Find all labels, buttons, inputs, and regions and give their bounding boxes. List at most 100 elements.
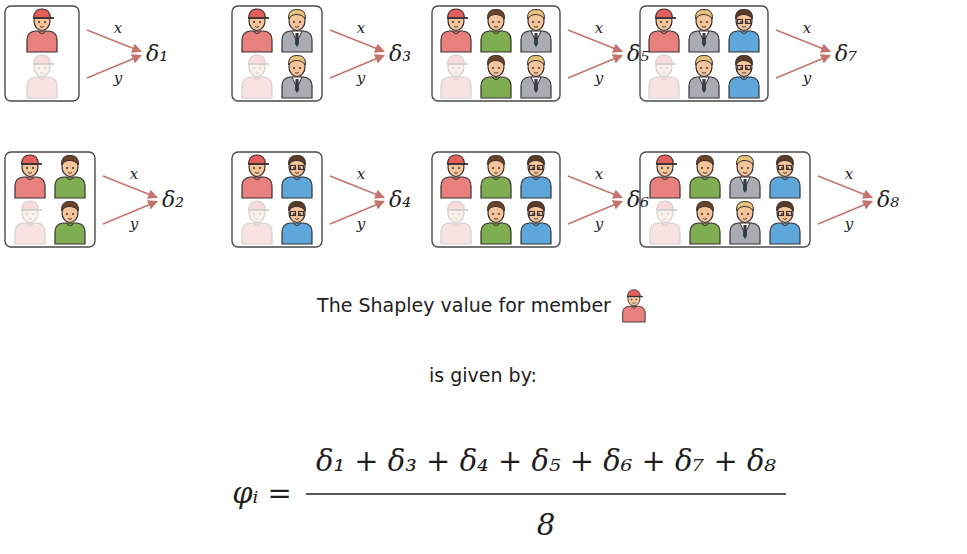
eye <box>299 67 301 69</box>
cap-brim <box>655 63 676 65</box>
tie <box>295 79 299 93</box>
mouth <box>255 72 259 74</box>
arrow-label: y <box>595 70 603 87</box>
person-icon <box>729 55 759 98</box>
hair <box>735 55 752 65</box>
person-icon <box>27 55 57 98</box>
eye <box>741 213 743 215</box>
eye <box>458 21 460 23</box>
arrow-label: x <box>114 20 122 37</box>
eye <box>532 213 534 215</box>
mouth <box>663 218 667 220</box>
cap-brim <box>655 17 676 19</box>
cap-brim <box>447 209 468 211</box>
mouth <box>534 72 538 74</box>
cap <box>448 201 465 210</box>
glasses <box>746 20 751 24</box>
person-icon <box>282 155 312 198</box>
eye <box>538 167 540 169</box>
neckline <box>492 223 500 226</box>
hair <box>695 55 712 65</box>
eye <box>253 67 255 69</box>
person-body <box>242 31 272 52</box>
eye <box>38 21 40 23</box>
eye <box>253 213 255 215</box>
person-body <box>623 306 646 322</box>
cap-brim <box>21 209 42 211</box>
neckline <box>452 223 460 226</box>
mouth <box>68 218 72 220</box>
cap <box>657 201 674 210</box>
neckline <box>253 77 261 80</box>
eye <box>299 213 301 215</box>
mouth <box>663 172 667 174</box>
eye <box>660 67 662 69</box>
eye <box>740 67 742 69</box>
person-icon <box>623 290 646 322</box>
person-body <box>55 223 85 244</box>
eye <box>532 21 534 23</box>
cap <box>656 9 673 18</box>
coalition-box-group <box>640 6 830 101</box>
formula-numerator: δ₁ + δ₃ + δ₄ + δ₅ + δ₆ + δ₇ + δ₈ <box>316 445 776 478</box>
mouth <box>534 218 538 220</box>
person-body <box>242 177 272 198</box>
glasses <box>779 166 784 170</box>
cap <box>628 290 641 297</box>
cap <box>448 155 465 164</box>
neckline <box>492 77 500 80</box>
eye <box>700 67 702 69</box>
eye <box>492 21 494 23</box>
person-body <box>521 77 551 98</box>
eye <box>701 167 703 169</box>
person-body <box>521 177 551 198</box>
person-body <box>770 177 800 198</box>
cap <box>448 9 465 18</box>
eye <box>299 167 301 169</box>
neckline <box>781 177 789 180</box>
hair <box>527 201 544 211</box>
eye <box>660 21 662 23</box>
mouth <box>40 72 44 74</box>
glasses <box>787 166 792 170</box>
mouth <box>454 218 458 220</box>
person-body <box>441 223 471 244</box>
person-body <box>729 31 759 52</box>
cap <box>448 55 465 64</box>
neckline <box>661 223 669 226</box>
eye <box>452 21 454 23</box>
mouth <box>494 72 498 74</box>
person-body <box>481 31 511 52</box>
eye <box>707 213 709 215</box>
eye <box>538 213 540 215</box>
eye <box>706 21 708 23</box>
eye <box>532 67 534 69</box>
eye <box>787 213 789 215</box>
eye <box>661 167 663 169</box>
arrow-label: x <box>595 20 603 37</box>
hair <box>487 201 504 211</box>
mouth <box>68 172 72 174</box>
eye <box>667 213 669 215</box>
person-body <box>650 177 680 198</box>
mouth <box>702 26 706 28</box>
eye <box>458 167 460 169</box>
neckline <box>660 77 668 80</box>
mouth <box>783 172 787 174</box>
eye <box>66 213 68 215</box>
cap-brim <box>447 63 468 65</box>
neckline <box>492 31 500 34</box>
eye <box>72 213 74 215</box>
person-icon <box>242 9 272 52</box>
eye <box>452 167 454 169</box>
person-body <box>441 31 471 52</box>
glasses <box>787 212 792 216</box>
hair <box>776 155 793 165</box>
mouth <box>534 26 538 28</box>
mouth <box>743 218 747 220</box>
person-body <box>650 223 680 244</box>
mouth <box>28 172 32 174</box>
neckline <box>66 177 74 180</box>
tie <box>702 79 706 93</box>
neckline <box>293 223 301 226</box>
